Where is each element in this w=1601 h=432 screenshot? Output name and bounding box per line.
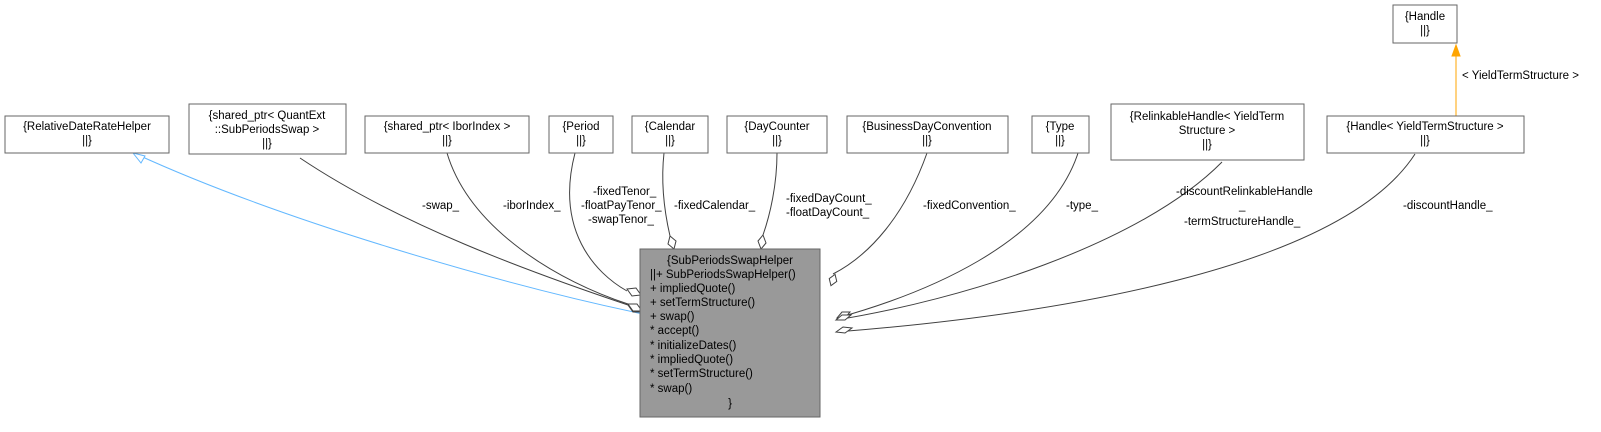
edge-label: -floatDayCount_ xyxy=(786,207,870,219)
nodes: {RelativeDateRateHelper ||} {shared_ptr<… xyxy=(4,4,1525,418)
node-line: ||} xyxy=(576,135,586,147)
node-line: {Type xyxy=(1046,121,1075,133)
main-class-line: * setTermStructure() xyxy=(650,368,753,380)
edge-label: -floatPayTenor_ xyxy=(581,200,662,212)
node-line: ::SubPeriodsSwap > xyxy=(215,124,320,136)
aggregation-diamond xyxy=(834,326,854,334)
edge-label: _ xyxy=(1238,200,1246,212)
main-class-line: + swap() xyxy=(650,311,695,323)
edge-period: -fixedTenor_ -floatPayTenor_ -swapTenor_ xyxy=(569,152,662,297)
template-arrowhead xyxy=(1451,43,1461,57)
node-line: {Handle xyxy=(1405,11,1445,23)
edge-label: -discountRelinkableHandle xyxy=(1176,186,1313,198)
node-subperiods-swap-helper[interactable]: {SubPeriodsSwapHelper ||+ SubPeriodsSwap… xyxy=(639,248,821,418)
node-line: Structure > xyxy=(1179,125,1236,137)
node-line: ||} xyxy=(1420,135,1430,147)
main-class-title: {SubPeriodsSwapHelper xyxy=(667,255,793,267)
node-line: ||} xyxy=(1055,135,1065,147)
node-calendar[interactable]: {Calendar ||} xyxy=(631,115,709,154)
node-business-day-convention[interactable]: {BusinessDayConvention ||} xyxy=(846,115,1009,154)
aggregation-diamond xyxy=(757,234,767,250)
node-line: ||} xyxy=(665,135,675,147)
node-line: ||} xyxy=(1202,139,1212,151)
node-line: {Handle< YieldTermStructure > xyxy=(1346,121,1504,133)
main-class-line: * impliedQuote() xyxy=(650,354,733,366)
node-relative-date-rate-helper[interactable]: {RelativeDateRateHelper ||} xyxy=(4,115,170,154)
node-line: {RelativeDateRateHelper xyxy=(23,121,151,133)
inheritance-arrowhead xyxy=(131,152,146,164)
edge-label: -fixedDayCount_ xyxy=(786,193,872,205)
edge-label: -iborIndex_ xyxy=(503,200,561,212)
node-line: {Period xyxy=(562,121,599,133)
edge-label: -type_ xyxy=(1066,200,1099,212)
edge-label: -fixedTenor_ xyxy=(593,186,657,198)
edge-label: -swap_ xyxy=(422,200,460,212)
edge-label: -fixedCalendar_ xyxy=(674,200,756,212)
node-line: ||} xyxy=(82,135,92,147)
node-line: {shared_ptr< QuantExt xyxy=(209,110,326,122)
main-class-line: * swap() xyxy=(650,383,692,395)
edge-label: < YieldTermStructure > xyxy=(1462,70,1579,82)
node-line: {shared_ptr< IborIndex > xyxy=(384,121,511,133)
main-class-line: + setTermStructure() xyxy=(650,297,755,309)
edge-discount: -discountHandle_ xyxy=(834,153,1493,334)
edge-label: -fixedConvention_ xyxy=(923,200,1016,212)
main-class-line: } xyxy=(728,398,732,410)
node-line: {Calendar xyxy=(645,121,696,133)
edge-ibor: -iborIndex_ xyxy=(446,152,643,312)
main-class-line: * initializeDates() xyxy=(650,340,736,352)
node-line: {BusinessDayConvention xyxy=(862,121,991,133)
node-line: {DayCounter xyxy=(744,121,809,133)
aggregation-diamond xyxy=(667,235,677,250)
edge-template-handle: < YieldTermStructure > xyxy=(1451,43,1579,116)
node-line: ||} xyxy=(922,135,932,147)
edge-label: -discountHandle_ xyxy=(1403,200,1493,212)
edge-label: -termStructureHandle_ xyxy=(1184,216,1301,228)
main-class-line: + impliedQuote() xyxy=(650,283,735,295)
node-shared-ptr-subperiodsswap[interactable]: {shared_ptr< QuantExt ::SubPeriodsSwap >… xyxy=(188,103,347,155)
edge-relinkable: -discountRelinkableHandle _ -termStructu… xyxy=(834,161,1313,321)
node-type[interactable]: {Type ||} xyxy=(1031,115,1090,154)
aggregation-diamond xyxy=(834,314,853,321)
edge-convention: -fixedConvention_ xyxy=(828,152,1016,287)
edge-inherit-relative xyxy=(131,152,644,315)
node-line: ||} xyxy=(262,138,272,150)
edge-type: -type_ xyxy=(835,149,1099,319)
node-period[interactable]: {Period ||} xyxy=(548,115,614,154)
aggregation-diamond xyxy=(626,287,642,297)
main-class-line: * accept() xyxy=(650,325,699,337)
node-handle[interactable]: {Handle ||} xyxy=(1392,4,1458,44)
edge-daycounter: -fixedDayCount_ -floatDayCount_ xyxy=(757,152,872,250)
node-daycounter[interactable]: {DayCounter ||} xyxy=(726,115,828,154)
node-handle-yieldtermstructure[interactable]: {Handle< YieldTermStructure > ||} xyxy=(1326,115,1525,154)
node-line: ||} xyxy=(442,135,452,147)
edges: -swap_ -iborIndex_ -fixedTenor_ -floatPa… xyxy=(131,43,1579,334)
node-line: ||} xyxy=(1420,25,1430,37)
node-relinkable-handle[interactable]: {RelinkableHandle< YieldTerm Structure >… xyxy=(1110,103,1305,161)
aggregation-diamond xyxy=(828,273,838,287)
edge-label: -swapTenor_ xyxy=(588,214,654,226)
edge-calendar: -fixedCalendar_ xyxy=(662,152,756,250)
node-line: ||} xyxy=(772,135,782,147)
main-class-line: ||+ SubPeriodsSwapHelper() xyxy=(650,269,796,281)
node-shared-ptr-iborindex[interactable]: {shared_ptr< IborIndex > ||} xyxy=(364,115,530,154)
node-line: {RelinkableHandle< YieldTerm xyxy=(1130,111,1284,123)
